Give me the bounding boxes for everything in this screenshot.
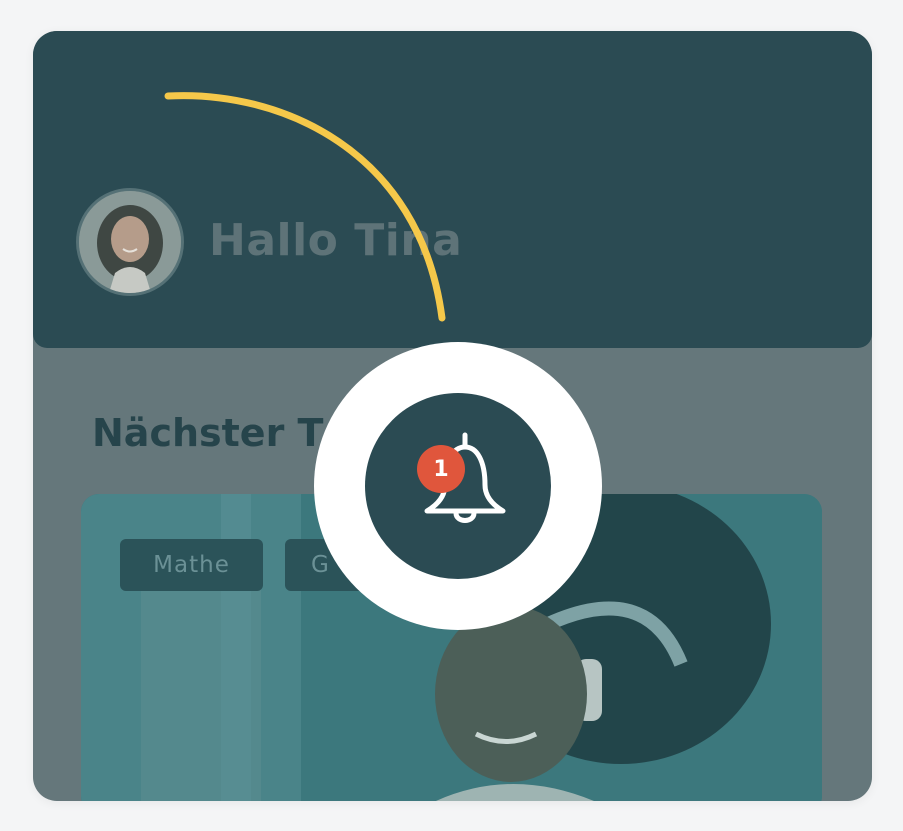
avatar-image [79, 191, 181, 293]
avatar[interactable] [76, 188, 184, 296]
header: Hallo Tina [33, 31, 872, 348]
greeting: Hallo Tina [209, 215, 463, 266]
tag-mathe[interactable]: Mathe [120, 539, 263, 591]
bell-icon [424, 432, 506, 523]
notification-button[interactable]: 1 [365, 393, 551, 579]
notification-count-badge: 1 [417, 445, 465, 493]
section-title: Nächster T [92, 411, 324, 455]
